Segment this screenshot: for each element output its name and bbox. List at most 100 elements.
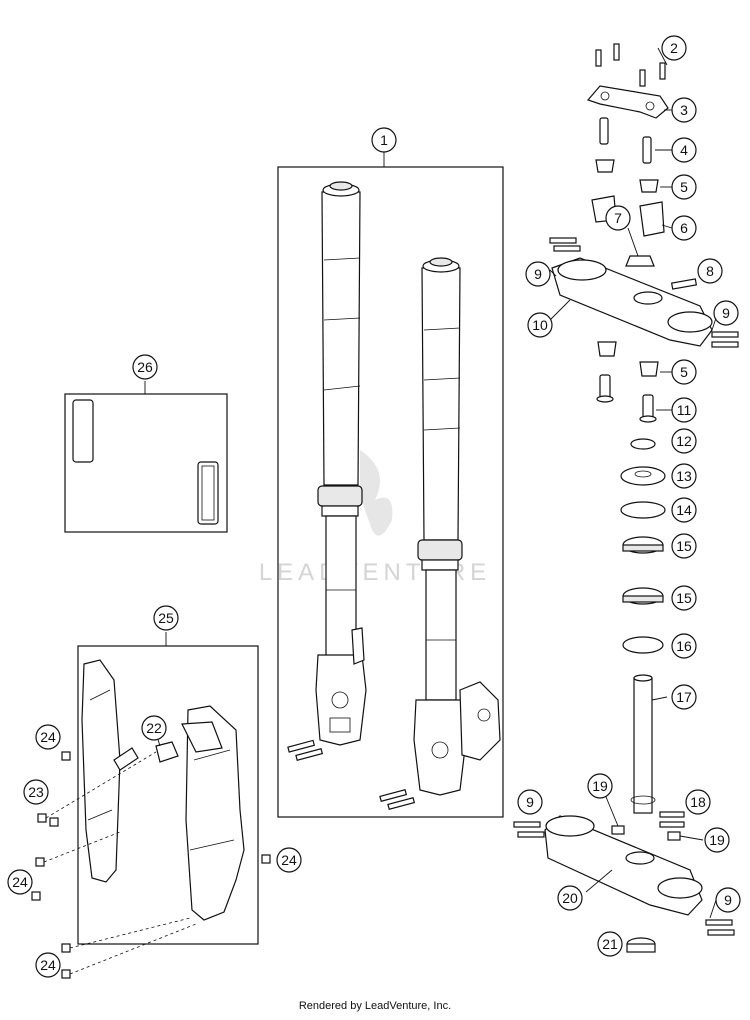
callout-26: 26 <box>132 354 158 380</box>
callout-15-upper: 15 <box>671 533 697 559</box>
svg-text:2: 2 <box>670 40 678 56</box>
svg-text:9: 9 <box>526 794 534 810</box>
leader-6 <box>661 224 673 229</box>
callout-19-right: 19 <box>704 827 730 853</box>
seal-ring <box>620 501 666 519</box>
svg-text:5: 5 <box>680 179 688 195</box>
left-fork-leg <box>315 181 367 746</box>
svg-text:5: 5 <box>680 364 688 380</box>
svg-text:8: 8 <box>706 263 714 279</box>
callout-25: 25 <box>153 605 179 631</box>
svg-text:13: 13 <box>676 468 692 484</box>
callout-21: 21 <box>597 931 623 957</box>
callout-24-mid-left: 24 <box>7 869 33 895</box>
handlebar-clamp-top <box>586 85 669 119</box>
callout-8: 8 <box>697 258 723 284</box>
callout-3: 3 <box>671 97 697 123</box>
pinch-bolts-lower <box>513 821 735 936</box>
svg-text:10: 10 <box>532 317 548 333</box>
leader-17 <box>651 696 668 701</box>
svg-text:24: 24 <box>40 957 56 973</box>
callout-9-left: 9 <box>525 261 551 287</box>
triple-clamp-bolt-upper <box>670 278 698 290</box>
svg-text:15: 15 <box>676 538 692 554</box>
leader-9b <box>711 317 717 331</box>
decal-strips <box>72 399 219 525</box>
svg-text:1: 1 <box>380 132 388 148</box>
svg-text:24: 24 <box>12 874 28 890</box>
callout-9-lower-left: 9 <box>517 789 543 815</box>
callout-24-top: 24 <box>35 724 61 750</box>
callout-24-bottom: 24 <box>35 952 61 978</box>
svg-text:3: 3 <box>680 102 688 118</box>
o-ring <box>630 438 656 450</box>
fork-screws <box>287 739 416 810</box>
svg-text:7: 7 <box>614 210 622 226</box>
guard-screws <box>31 751 271 979</box>
leader-7 <box>627 227 639 257</box>
callout-23: 23 <box>23 779 49 805</box>
callout-14: 14 <box>671 497 697 523</box>
assembly-line-24 <box>43 831 121 863</box>
svg-text:23: 23 <box>28 784 44 800</box>
brake-line-clamp <box>155 741 179 763</box>
callout-13: 13 <box>671 463 697 489</box>
pinch-bolts-upper <box>549 237 739 348</box>
svg-text:24: 24 <box>281 852 297 868</box>
svg-text:9: 9 <box>534 266 542 282</box>
footer-credit: Rendered by LeadVenture, Inc. <box>298 1000 452 1012</box>
callout-7: 7 <box>605 205 631 231</box>
leader-19b <box>679 835 704 841</box>
svg-text:9: 9 <box>722 305 730 321</box>
callout-2: 2 <box>661 35 687 61</box>
callout-1: 1 <box>371 127 397 153</box>
svg-text:15: 15 <box>676 590 692 606</box>
svg-text:21: 21 <box>602 936 618 952</box>
handlebar-clamp-bolts <box>595 43 666 87</box>
leader-9d <box>709 899 717 919</box>
callout-9-lower-right: 9 <box>715 887 741 913</box>
callout-6: 6 <box>671 215 697 241</box>
svg-text:26: 26 <box>137 359 153 375</box>
callout-4: 4 <box>671 137 697 163</box>
svg-text:12: 12 <box>676 433 692 449</box>
callout-11: 11 <box>671 397 697 423</box>
svg-text:4: 4 <box>680 142 688 158</box>
steering-stem-nut <box>625 255 655 267</box>
tapered-roller-bearing-upper <box>622 536 664 554</box>
rubber-bushings-upper <box>595 159 659 193</box>
svg-text:19: 19 <box>592 778 608 794</box>
fork-guard-left <box>81 659 139 883</box>
svg-text:14: 14 <box>676 502 692 518</box>
fork-guard-frame <box>77 645 259 945</box>
callout-18: 18 <box>685 789 711 815</box>
fork-guard-right <box>181 705 245 921</box>
callout-19-left: 19 <box>587 773 613 799</box>
assembly-line-24b <box>69 917 191 949</box>
svg-text:25: 25 <box>158 610 174 626</box>
svg-text:16: 16 <box>676 638 692 654</box>
svg-text:9: 9 <box>724 892 732 908</box>
callout-22: 22 <box>141 715 167 741</box>
callout-16: 16 <box>671 633 697 659</box>
leader-10 <box>549 299 571 321</box>
svg-text:18: 18 <box>690 794 706 810</box>
callout-20: 20 <box>557 885 583 911</box>
leader-20 <box>585 869 613 893</box>
right-fork-leg <box>413 257 501 796</box>
steering-damper-bolts <box>611 811 685 841</box>
spacer-sleeves <box>596 374 657 423</box>
rubber-bushings-lower <box>597 341 659 377</box>
svg-text:11: 11 <box>677 402 692 418</box>
handlebar-clamp-lower <box>591 195 665 237</box>
svg-text:20: 20 <box>562 890 578 906</box>
dust-seal-cap <box>620 466 666 486</box>
svg-text:22: 22 <box>146 720 162 736</box>
fork-guard-stickers-frame <box>64 393 228 533</box>
callout-10: 10 <box>527 312 553 338</box>
steering-stop <box>626 937 656 953</box>
callout-5-upper: 5 <box>671 174 697 200</box>
assembly-line-24c <box>69 923 197 975</box>
callout-15-lower: 15 <box>671 585 697 611</box>
